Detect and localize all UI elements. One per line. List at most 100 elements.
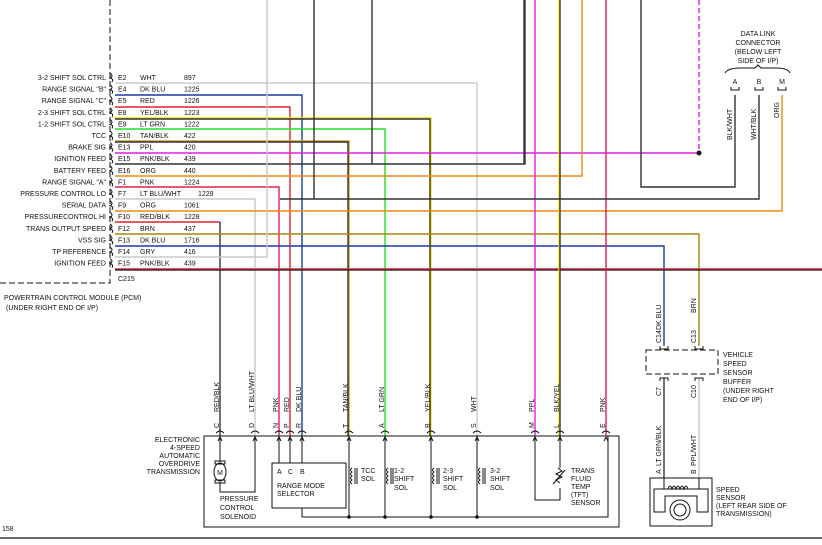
ss-title-3: (LEFT REAR SIDE OF xyxy=(716,503,787,510)
pcm-pin-label: RANGE SIGNAL "B" xyxy=(42,87,106,94)
tcc-label-1: TCC xyxy=(361,468,375,475)
page-number: 158 xyxy=(2,526,14,533)
pcm-pin-circuit: 1226 xyxy=(184,98,200,105)
s32-label-3: SOL xyxy=(490,485,504,492)
pcm-pin-label: TCC xyxy=(92,133,106,140)
vss-title-3: SENSOR xyxy=(723,370,753,377)
pcm-pin-circuit: 420 xyxy=(184,145,196,152)
splice-dot xyxy=(696,150,702,156)
pcm-pin-label: TRANS OUTPUT SPEED xyxy=(26,226,106,233)
speed-sensor-symbol xyxy=(649,477,713,527)
pcm-pin-circuit: 437 xyxy=(184,226,196,233)
pcm-pin-circuit: 1224 xyxy=(184,179,200,186)
pcm-pin-label: TP REFERENCE xyxy=(52,249,106,256)
pcm-pin-bracket xyxy=(108,95,114,106)
dlc-title-2: CONNECTOR xyxy=(736,40,781,47)
pcm-pin-color: ORG xyxy=(140,203,156,210)
wire-e10 xyxy=(115,140,350,436)
dlc-bracket xyxy=(724,64,791,74)
pcm-pin-label: RANGE SIGNAL "C" xyxy=(42,98,107,105)
rms-label-2: SELECTOR xyxy=(277,491,315,498)
trans-pin-id: B xyxy=(425,423,432,428)
pcm-pin-id: F13 xyxy=(118,237,130,244)
pcm-pin-id: E5 xyxy=(118,98,127,105)
pcm-pin-color: LT BLU/WHT xyxy=(140,191,182,198)
vss-wire-c14: DK BLU xyxy=(656,305,663,330)
pcm-pin-bracket xyxy=(108,142,114,152)
vss-pin-c13: C13 xyxy=(691,330,698,343)
pcm-pin-id: F9 xyxy=(118,203,126,210)
pcm-pin-color: RED/BLK xyxy=(140,214,170,221)
trans-pin-wire: LT GRN xyxy=(379,387,386,412)
pcm-pin-bracket xyxy=(108,153,114,164)
pcm-pin-bracket xyxy=(108,200,114,210)
tft-label-3: TEMP xyxy=(571,484,591,491)
trans-pin-id: T xyxy=(343,423,350,428)
trans-title-3: AUTOMATIC xyxy=(159,453,200,460)
pcm-pin-id: E8 xyxy=(118,110,127,117)
rms-pin-c: C xyxy=(288,469,293,476)
trans-title-2: 4-SPEED xyxy=(170,445,200,452)
tft-label-2: FLUID xyxy=(571,476,591,483)
pcm-pin-id: E2 xyxy=(118,75,127,82)
pcm-pin-circuit: 1061 xyxy=(184,203,200,210)
pcm-pin-bracket xyxy=(108,211,114,222)
s12-label-3: SOL xyxy=(394,485,408,492)
pcm-pin-label: 3-2 SHIFT SOL CTRL xyxy=(38,75,106,82)
wire-e2 xyxy=(115,82,478,440)
pcm-pin-label: IGNITION FEED xyxy=(54,156,106,163)
pcm-pin-label: BRAKE SIG xyxy=(68,145,106,152)
pcm-location: (UNDER RIGHT END OF I/P) xyxy=(6,305,98,312)
trans-pin-cap xyxy=(601,430,611,442)
ss-wire-a: LT GRN/BLK xyxy=(656,425,663,466)
trans-pin-cap xyxy=(472,430,482,442)
pcm-pin-id: E15 xyxy=(118,156,131,163)
vss-top-caps xyxy=(659,346,704,350)
pcm-pin-id: E16 xyxy=(118,168,131,175)
trans-pin-wire: PPL xyxy=(529,399,536,412)
pcm-pin-id: F7 xyxy=(118,191,126,198)
vss-bottom-caps xyxy=(659,377,704,381)
pcm-pin-circuit: 1716 xyxy=(184,237,200,244)
dlc-pin-caps xyxy=(730,87,787,91)
pcm-pin-color: RED xyxy=(140,98,155,105)
pcm-pin-color: DK BLU xyxy=(140,87,165,94)
trans-pin-cap xyxy=(530,430,540,442)
wire-f9 xyxy=(115,95,783,212)
pcm-pin-brackets xyxy=(108,72,114,268)
pcm-pin-bracket xyxy=(108,72,114,83)
trans-pin-id: P xyxy=(284,423,291,428)
pcm-pin-label: RANGE SIGNAL "A" xyxy=(42,179,106,186)
pcm-pin-label: PRESSURE CONTROL LO xyxy=(20,191,106,198)
pcm-pin-label: 2-3 SHIFT SOL CTRL xyxy=(38,110,106,117)
pcm-pin-label: IGNITION FEED xyxy=(54,261,106,268)
ss-pin-a: A xyxy=(656,469,663,474)
s32-label-2: SHIFT xyxy=(490,476,511,483)
trans-pin-cap xyxy=(344,430,354,442)
vss-pin-c10: C10 xyxy=(691,385,698,398)
pcm-pin-circuit: 439 xyxy=(184,261,196,268)
pcm-pin-color: PNK xyxy=(140,179,155,186)
pcm-pin-color: PNK/BLK xyxy=(140,261,170,268)
pcm-pin-circuit: 1223 xyxy=(184,110,200,117)
pcm-pin-label: 1-2 SHIFT SOL CTRL xyxy=(38,121,106,128)
s12-label-1: 1-2 xyxy=(394,468,404,475)
wire-wht-blk-dlc xyxy=(314,95,760,200)
pcm-pin-circuit: 1228 xyxy=(184,214,200,221)
rms-label-1: RANGE MODE xyxy=(277,483,325,490)
trans-pin-id: D xyxy=(249,423,256,428)
pcm-pin-label: PRESSURECONTROL HI xyxy=(25,214,106,221)
pcm-pin-bracket xyxy=(108,107,114,118)
pcm-pin-circuit: 439 xyxy=(184,156,196,163)
wire-f12 xyxy=(115,233,700,346)
trans-pin-cap xyxy=(555,430,565,442)
dlc-wire-a: BLK/WHT xyxy=(727,108,734,140)
trans-pin-cap xyxy=(426,430,436,442)
pcm-pin-color: PPL xyxy=(140,145,153,152)
pcm-pin-color: LT GRN xyxy=(140,121,165,128)
vss-title-2: SPEED xyxy=(723,361,747,368)
trans-pin-wire: DK BLU xyxy=(296,387,303,412)
ss-pin-b: B xyxy=(691,469,698,474)
vss-title-5: (UNDER RIGHT xyxy=(723,388,775,395)
